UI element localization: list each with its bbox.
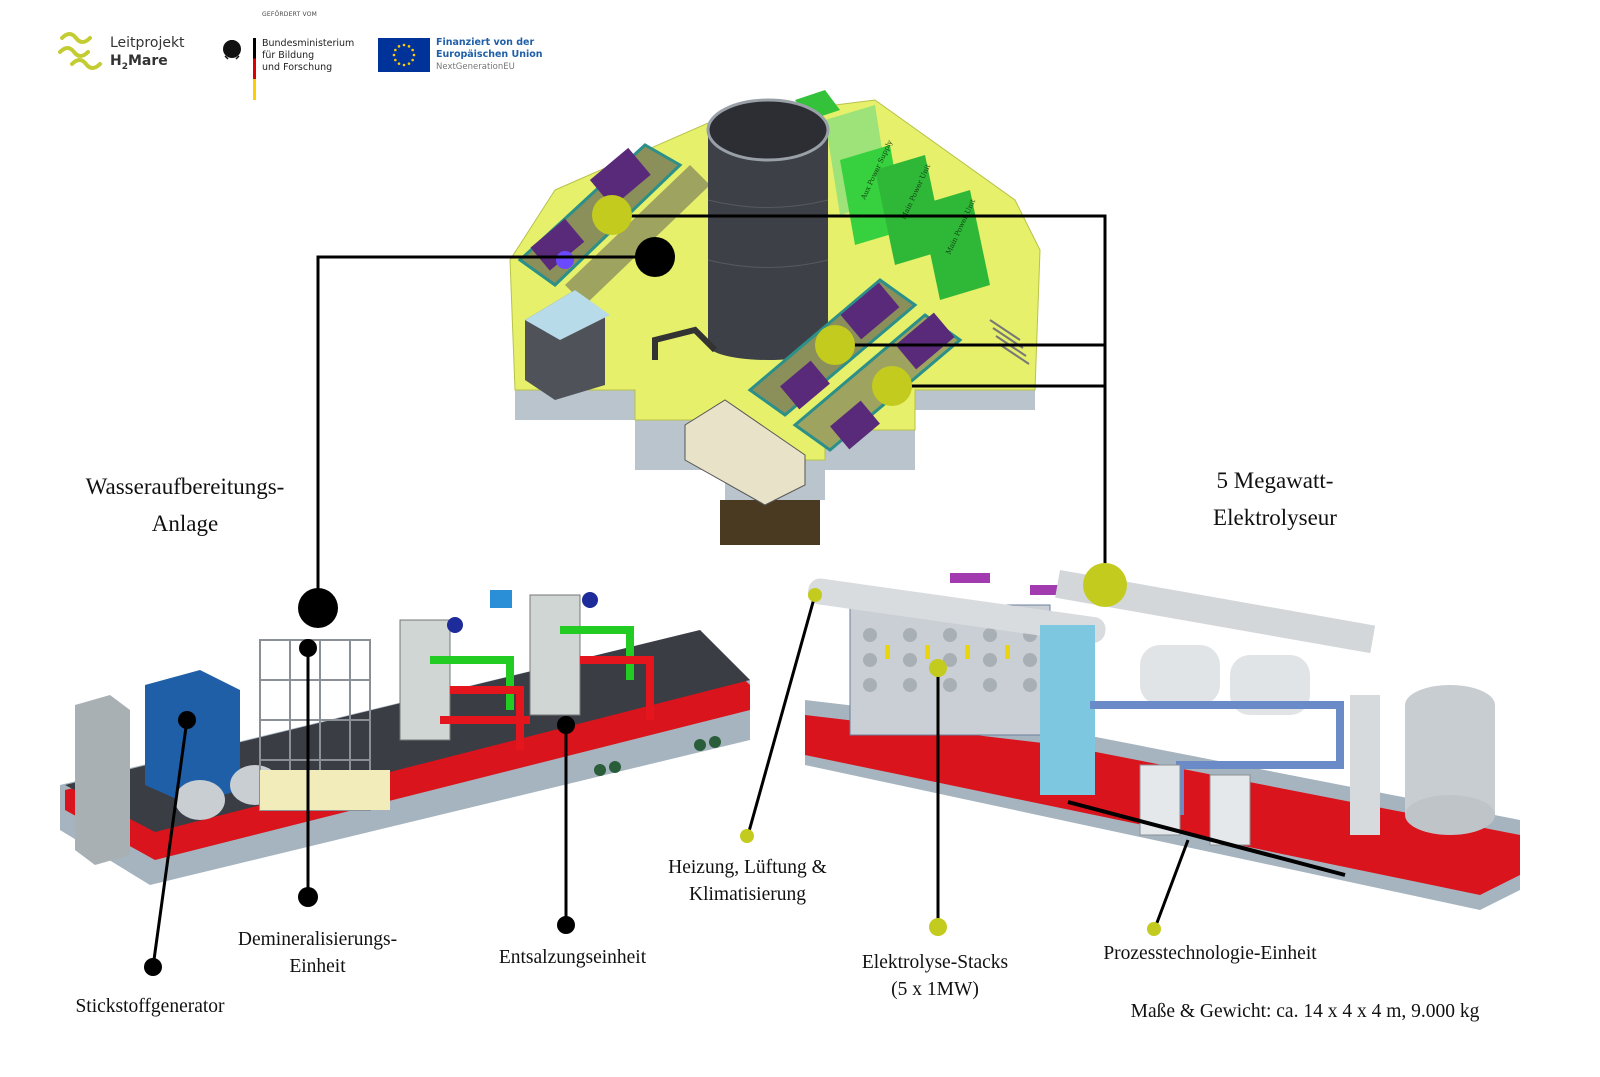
eu-star xyxy=(411,58,414,62)
eu-star xyxy=(394,48,397,52)
title-water-treatment: Wasseraufbereitungs- Anlage xyxy=(40,468,330,542)
label-demineralization-line1: Demineralisierungs- xyxy=(237,929,398,950)
dot-desalination xyxy=(557,916,575,934)
logo-bar: Leitprojekt H2Mare GEFÖRDERT VOM Bundesm… xyxy=(0,0,600,110)
eu-star xyxy=(394,58,397,62)
eu-star xyxy=(402,63,406,67)
electrolyser-render xyxy=(805,570,1520,910)
label-hvac: Heizung, Lüftung & Klimatisierung xyxy=(640,854,855,908)
h2mare-h: H xyxy=(110,53,122,69)
title-electrolyser: 5 Megawatt- Elektrolyseur xyxy=(1150,462,1400,536)
title-water-treatment-line1: Wasseraufbereitungs- xyxy=(85,474,285,499)
eu-line2: Europäischen Union xyxy=(436,49,543,60)
bmbf-line1: Bundesministerium xyxy=(262,38,355,49)
h2mare-sub: 2 xyxy=(121,61,128,72)
valve-wheels xyxy=(594,736,721,776)
label-stacks: Elektrolyse-Stacks (5 x 1MW) xyxy=(830,949,1040,1003)
label-dimensions-weight: Maße & Gewicht: ca. 14 x 4 x 4 m, 9.000 … xyxy=(1130,1001,1480,1022)
label-desalination: Entsalzungseinheit xyxy=(498,947,647,968)
label-demineralization-line2: Einheit xyxy=(289,956,346,977)
federal-eagle-icon xyxy=(223,40,241,60)
n2-tank-1 xyxy=(175,780,225,820)
label-hvac-line1: Heizung, Lüftung & xyxy=(668,857,827,878)
eu-star xyxy=(402,43,406,47)
bmbf-funded-by: GEFÖRDERT VOM xyxy=(262,11,317,18)
label-stacks-line1: Elektrolyse-Stacks xyxy=(861,952,1009,973)
title-electrolyser-line1: 5 Megawatt- xyxy=(1216,468,1334,493)
label-nitrogen-generator: Stickstoffgenerator xyxy=(75,996,225,1017)
title-electrolyser-line2: Elektrolyseur xyxy=(1213,505,1337,530)
water-treatment-render xyxy=(60,590,750,885)
eu-star xyxy=(412,53,416,57)
label-process-unit: Prozesstechnologie-Einheit xyxy=(1103,943,1317,964)
eu-star xyxy=(392,53,396,57)
eu-logo-text: Finanziert von der Europäischen Union Ne… xyxy=(436,37,543,73)
dot-stacks xyxy=(929,918,947,936)
eu-star xyxy=(407,45,411,48)
label-stacks-line2: (5 x 1MW) xyxy=(891,979,979,1000)
german-flag-bar xyxy=(253,38,256,100)
desalination-units xyxy=(399,590,654,750)
h2mare-line1: Leitprojekt xyxy=(110,35,185,51)
bmbf-line2: für Bildung xyxy=(262,50,315,61)
label-demineralization: Demineralisierungs- Einheit xyxy=(200,926,435,980)
h2mare-line2: H2Mare xyxy=(110,52,185,76)
eu-star xyxy=(397,62,401,65)
cyan-separator-panel xyxy=(1040,625,1095,795)
eu-flag-icon xyxy=(378,38,430,72)
eu-star xyxy=(397,45,401,48)
eu-line1: Finanziert von der xyxy=(436,37,535,48)
offshore-platform-render: Aux Power Supply Main Power Unit Main Po… xyxy=(509,90,1041,545)
eu-star xyxy=(411,48,414,52)
dot-demineralization xyxy=(298,887,318,907)
bmbf-line3: und Forschung xyxy=(262,62,333,73)
h2mare-mare: Mare xyxy=(127,53,168,69)
label-hvac-line2: Klimatisierung xyxy=(689,884,806,905)
title-water-treatment-line2: Anlage xyxy=(151,511,219,536)
turbine-tower xyxy=(706,98,830,360)
h2mare-wave-icon xyxy=(58,32,102,70)
bmbf-logo-text: Bundesministerium für Bildung und Forsch… xyxy=(262,38,354,74)
eu-line3: NextGenerationEU xyxy=(436,62,515,72)
dot-process-unit xyxy=(1147,922,1161,936)
foundation-pile xyxy=(720,500,820,545)
h2mare-logo-text: Leitprojekt H2Mare xyxy=(110,34,185,76)
demin-floor xyxy=(260,770,390,810)
eu-star xyxy=(407,62,411,65)
dot-nitrogen-generator xyxy=(144,958,162,976)
n2-cabinet xyxy=(75,695,130,865)
